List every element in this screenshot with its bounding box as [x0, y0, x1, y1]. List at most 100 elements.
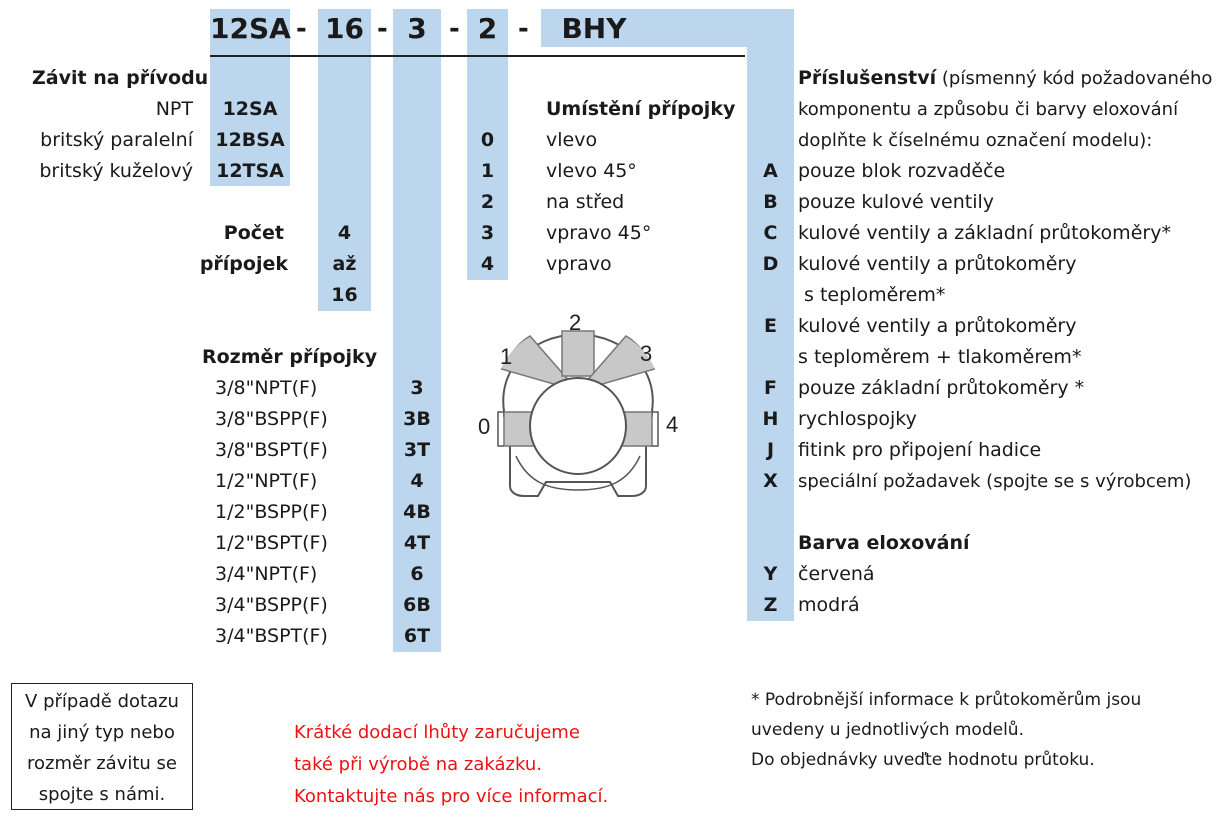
- ports-value-min: 4: [337, 222, 352, 244]
- diagram-label-1: 1: [500, 344, 512, 369]
- location-title: Umístění přípojky: [546, 98, 736, 120]
- red-note-line: Kontaktujte nás pro více informací.: [294, 786, 609, 807]
- ports-value-to: až: [332, 253, 357, 275]
- size-code: 6T: [403, 625, 431, 647]
- size-label: 1/2"BSPP(F): [215, 501, 328, 523]
- code-size: 3: [407, 12, 427, 45]
- ports-title-2: přípojek: [199, 253, 288, 275]
- size-title: Rozměr přípojky: [202, 346, 378, 368]
- accessories-intro-line1: Příslušenství (písmenný kód požadovaného: [798, 63, 1212, 94]
- location-code: 3: [480, 222, 495, 244]
- contact-note-box: V případě dotazu na jiný typ nebo rozměr…: [11, 683, 193, 810]
- color-label: modrá: [798, 594, 860, 616]
- accessory-label: kulové ventily a základní průtokoměry*: [798, 222, 1171, 244]
- size-label: 3/4"BSPP(F): [215, 594, 328, 616]
- diagram-label-3: 3: [640, 341, 652, 366]
- accessory-label: pouze základní průtokoměry *: [798, 377, 1085, 399]
- diagram-label-4: 4: [666, 412, 678, 437]
- color-label: červená: [798, 563, 875, 585]
- location-code: 4: [480, 253, 495, 275]
- accessory-label: speciální požadavek (spojte se s výrobce…: [798, 471, 1192, 492]
- accessory-label: pouze kulové ventily: [798, 191, 994, 213]
- accessory-label: kulové ventily a průtokoměry: [798, 315, 1077, 337]
- thread-code-npt: 12SA: [222, 98, 278, 120]
- size-code: 4: [410, 470, 424, 492]
- size-label: 3/4"NPT(F): [215, 563, 318, 585]
- size-label: 1/2"BSPT(F): [215, 532, 328, 554]
- band-accessories: [747, 9, 794, 621]
- location-code: 0: [480, 129, 495, 151]
- location-label: vlevo 45°: [546, 160, 637, 182]
- ports-value-max: 16: [331, 284, 358, 306]
- red-note-line: také při výrobě na zakázku.: [294, 754, 542, 775]
- accessories-intro-1: (písmenný kód požadovaného: [936, 68, 1213, 89]
- separator-2: -: [377, 14, 388, 44]
- accessory-label: fitink pro připojení hadice: [798, 439, 1042, 461]
- size-code: 4B: [403, 501, 431, 523]
- code-ports: 16: [325, 12, 364, 45]
- port-sector-2: [561, 330, 595, 377]
- thread-title: Závit na přívodu: [32, 67, 209, 89]
- size-label: 3/8"NPT(F): [215, 377, 318, 399]
- accessory-label-continued: s teploměrem*: [798, 284, 946, 306]
- size-label: 1/2"NPT(F): [215, 470, 318, 492]
- thread-label-tapered: britský kuželový: [39, 160, 193, 182]
- port-location-diagram: 0 1 2 3 4: [478, 310, 678, 497]
- accessory-code: H: [762, 408, 779, 430]
- accessory-label: kulové ventily a průtokoměry: [798, 253, 1077, 275]
- band-size: [393, 9, 441, 652]
- size-code: 3B: [403, 408, 431, 430]
- thread-code-parallel: 12BSA: [215, 129, 285, 151]
- diagram-label-0: 0: [478, 414, 490, 439]
- ports-title-1: Počet: [223, 222, 284, 244]
- accessory-code: F: [764, 377, 777, 399]
- center-bore: [529, 377, 627, 475]
- accessory-label: rychlospojky: [798, 408, 917, 430]
- location-label: vlevo: [546, 129, 598, 151]
- location-code: 1: [480, 160, 495, 182]
- accessory-code: A: [763, 160, 778, 182]
- footnote-line: uvedeny u jednotlivých modelů.: [751, 720, 1024, 740]
- accessory-code: E: [764, 315, 777, 337]
- accessory-code: J: [766, 439, 775, 461]
- accessories-title: Příslušenství: [798, 67, 937, 89]
- size-code: 6: [410, 563, 424, 585]
- code-thread: 12SA: [210, 12, 291, 45]
- code-accessories: BHY: [561, 12, 627, 45]
- thread-label-parallel: britský paralelní: [40, 129, 193, 151]
- size-code: 3: [410, 377, 424, 399]
- accessory-code: B: [763, 191, 778, 213]
- location-label: vpravo 45°: [546, 222, 652, 244]
- diagram-label-2: 2: [569, 310, 581, 335]
- accessories-intro-3: doplňte k číselnému označení modelu):: [798, 130, 1153, 151]
- size-code: 6B: [403, 594, 431, 616]
- band-ports: [318, 9, 371, 311]
- accessory-code: C: [763, 222, 778, 244]
- accessory-code: X: [763, 470, 778, 492]
- location-label: vpravo: [546, 253, 612, 275]
- box-note-line: rozměr závitu se: [27, 753, 177, 774]
- location-label: na střed: [546, 191, 625, 213]
- band-location: [467, 9, 508, 280]
- location-code: 2: [480, 191, 495, 213]
- size-code: 4T: [403, 532, 431, 554]
- separator-3: -: [449, 14, 460, 44]
- box-note-line: V případě dotazu: [25, 691, 179, 712]
- footnote-line: * Podrobnější informace k průtokoměrům j…: [751, 690, 1142, 710]
- size-label: 3/4"BSPT(F): [215, 625, 328, 647]
- box-note-line: na jiný typ nebo: [29, 722, 175, 743]
- accessory-label: pouze blok rozvaděče: [798, 160, 1006, 182]
- size-code: 3T: [403, 439, 431, 461]
- band-thread: [210, 9, 290, 186]
- header-rule: [210, 55, 745, 57]
- color-title: Barva eloxování: [798, 532, 970, 554]
- port-right: [621, 411, 653, 447]
- size-label: 3/8"BSPT(F): [215, 439, 328, 461]
- color-code: Z: [763, 594, 778, 616]
- footnote-line: Do objednávky uveďte hodnotu průtoku.: [751, 750, 1095, 770]
- thread-code-tapered: 12TSA: [216, 160, 284, 182]
- accessory-code: D: [762, 253, 779, 275]
- accessories-intro-2: komponentu a způsobu či barvy eloxování: [798, 99, 1179, 120]
- code-location: 2: [477, 12, 498, 45]
- separator-1: -: [296, 14, 307, 44]
